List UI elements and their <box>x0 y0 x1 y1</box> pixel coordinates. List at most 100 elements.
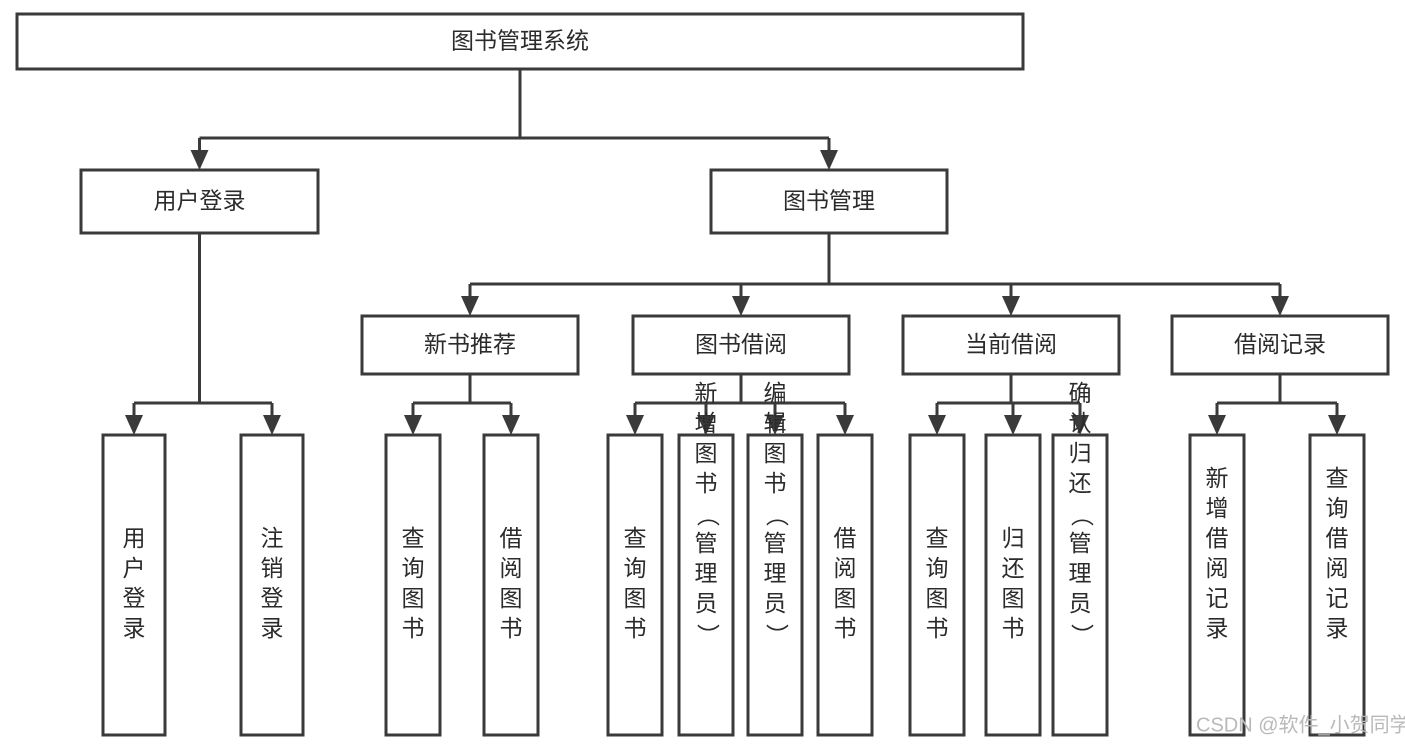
node-box-root[interactable] <box>15 12 1025 71</box>
svg-text:阅: 阅 <box>1326 555 1349 581</box>
node-box-leaf-return-book[interactable] <box>984 433 1042 737</box>
node-box-book-borrow[interactable] <box>631 314 851 376</box>
node-box-leaf-borrow-book-2[interactable] <box>816 433 874 737</box>
svg-text:查: 查 <box>624 525 647 551</box>
svg-text:）: ） <box>764 624 790 647</box>
node-box-leaf-query-book-3[interactable] <box>908 433 966 737</box>
svg-text:还: 还 <box>1002 555 1025 581</box>
svg-text:登: 登 <box>261 585 284 611</box>
svg-text:理: 理 <box>695 560 718 586</box>
svg-text:（: （ <box>695 504 721 527</box>
svg-text:书: 书 <box>1002 615 1025 641</box>
svg-text:记: 记 <box>1206 585 1229 611</box>
node-leaf-user-login[interactable]: 用户登录 <box>101 433 167 737</box>
svg-text:借: 借 <box>500 525 523 551</box>
svg-text:阅: 阅 <box>834 555 857 581</box>
svg-text:理: 理 <box>764 560 787 586</box>
svg-text:借: 借 <box>834 525 857 551</box>
svg-text:）: ） <box>1069 624 1095 647</box>
node-label-book-borrow: 图书借阅 <box>695 331 787 357</box>
node-box-leaf-borrow-book-1[interactable] <box>482 433 540 737</box>
svg-text:图: 图 <box>695 440 718 466</box>
svg-text:查: 查 <box>1326 465 1349 491</box>
svg-text:（: （ <box>764 504 790 527</box>
node-box-leaf-query-book-2[interactable] <box>606 433 664 737</box>
svg-text:增: 增 <box>1206 495 1229 521</box>
svg-text:书: 书 <box>834 615 857 641</box>
svg-text:图: 图 <box>764 440 787 466</box>
svg-text:书: 书 <box>402 615 425 641</box>
svg-text:（: （ <box>1069 504 1095 527</box>
svg-text:询: 询 <box>624 555 647 581</box>
node-box-user-login[interactable] <box>79 168 320 235</box>
node-box-leaf-add-book[interactable] <box>677 433 735 737</box>
svg-text:借: 借 <box>1326 525 1349 551</box>
svg-text:借: 借 <box>1206 525 1229 551</box>
node-new-book-recommend[interactable]: 新书推荐 <box>360 314 580 376</box>
svg-text:图: 图 <box>500 585 523 611</box>
node-root[interactable]: 图书管理系统 <box>15 12 1025 71</box>
node-box-leaf-add-record[interactable] <box>1188 433 1246 737</box>
svg-text:确: 确 <box>1069 380 1092 406</box>
svg-text:注: 注 <box>261 525 284 551</box>
node-box-leaf-edit-book[interactable] <box>746 433 804 737</box>
node-user-login[interactable]: 用户登录 <box>79 168 320 235</box>
node-label-leaf-user-login: 用户登录 <box>123 525 146 641</box>
svg-text:询: 询 <box>1326 495 1349 521</box>
svg-text:阅: 阅 <box>1206 555 1229 581</box>
node-box-leaf-query-book-1[interactable] <box>384 433 442 737</box>
svg-text:录: 录 <box>1326 615 1349 641</box>
node-borrow-record[interactable]: 借阅记录 <box>1170 314 1390 376</box>
svg-text:图: 图 <box>1002 585 1025 611</box>
node-box-borrow-record[interactable] <box>1170 314 1390 376</box>
svg-text:书: 书 <box>624 615 647 641</box>
node-box-current-borrow[interactable] <box>901 314 1121 376</box>
node-book-borrow[interactable]: 图书借阅 <box>631 314 851 376</box>
node-box-book-management[interactable] <box>709 168 949 235</box>
node-box-leaf-query-record[interactable] <box>1308 433 1366 737</box>
node-box-leaf-user-login[interactable] <box>101 433 167 737</box>
node-box-new-book-recommend[interactable] <box>360 314 580 376</box>
connector-layer <box>125 69 1346 435</box>
svg-text:归: 归 <box>1002 525 1025 551</box>
svg-text:销: 销 <box>261 555 284 581</box>
node-label-book-management: 图书管理 <box>783 188 875 214</box>
svg-text:书: 书 <box>500 615 523 641</box>
node-label-borrow-record: 借阅记录 <box>1234 331 1326 357</box>
svg-text:录: 录 <box>261 615 284 641</box>
node-label-user-login: 用户登录 <box>154 188 246 214</box>
svg-text:认: 认 <box>1069 410 1092 436</box>
svg-text:书: 书 <box>764 470 787 496</box>
svg-text:归: 归 <box>1069 440 1092 466</box>
svg-text:查: 查 <box>402 525 425 551</box>
node-current-borrow[interactable]: 当前借阅 <box>901 314 1121 376</box>
svg-text:员: 员 <box>695 590 718 616</box>
svg-text:记: 记 <box>1326 585 1349 611</box>
svg-text:询: 询 <box>402 555 425 581</box>
node-box-leaf-confirm-return[interactable] <box>1051 433 1109 737</box>
node-box-leaf-user-logout[interactable] <box>239 433 305 737</box>
svg-text:书: 书 <box>695 470 718 496</box>
node-book-management[interactable]: 图书管理 <box>709 168 949 235</box>
svg-text:管: 管 <box>764 530 787 556</box>
svg-text:图: 图 <box>926 585 949 611</box>
svg-text:还: 还 <box>1069 470 1092 496</box>
